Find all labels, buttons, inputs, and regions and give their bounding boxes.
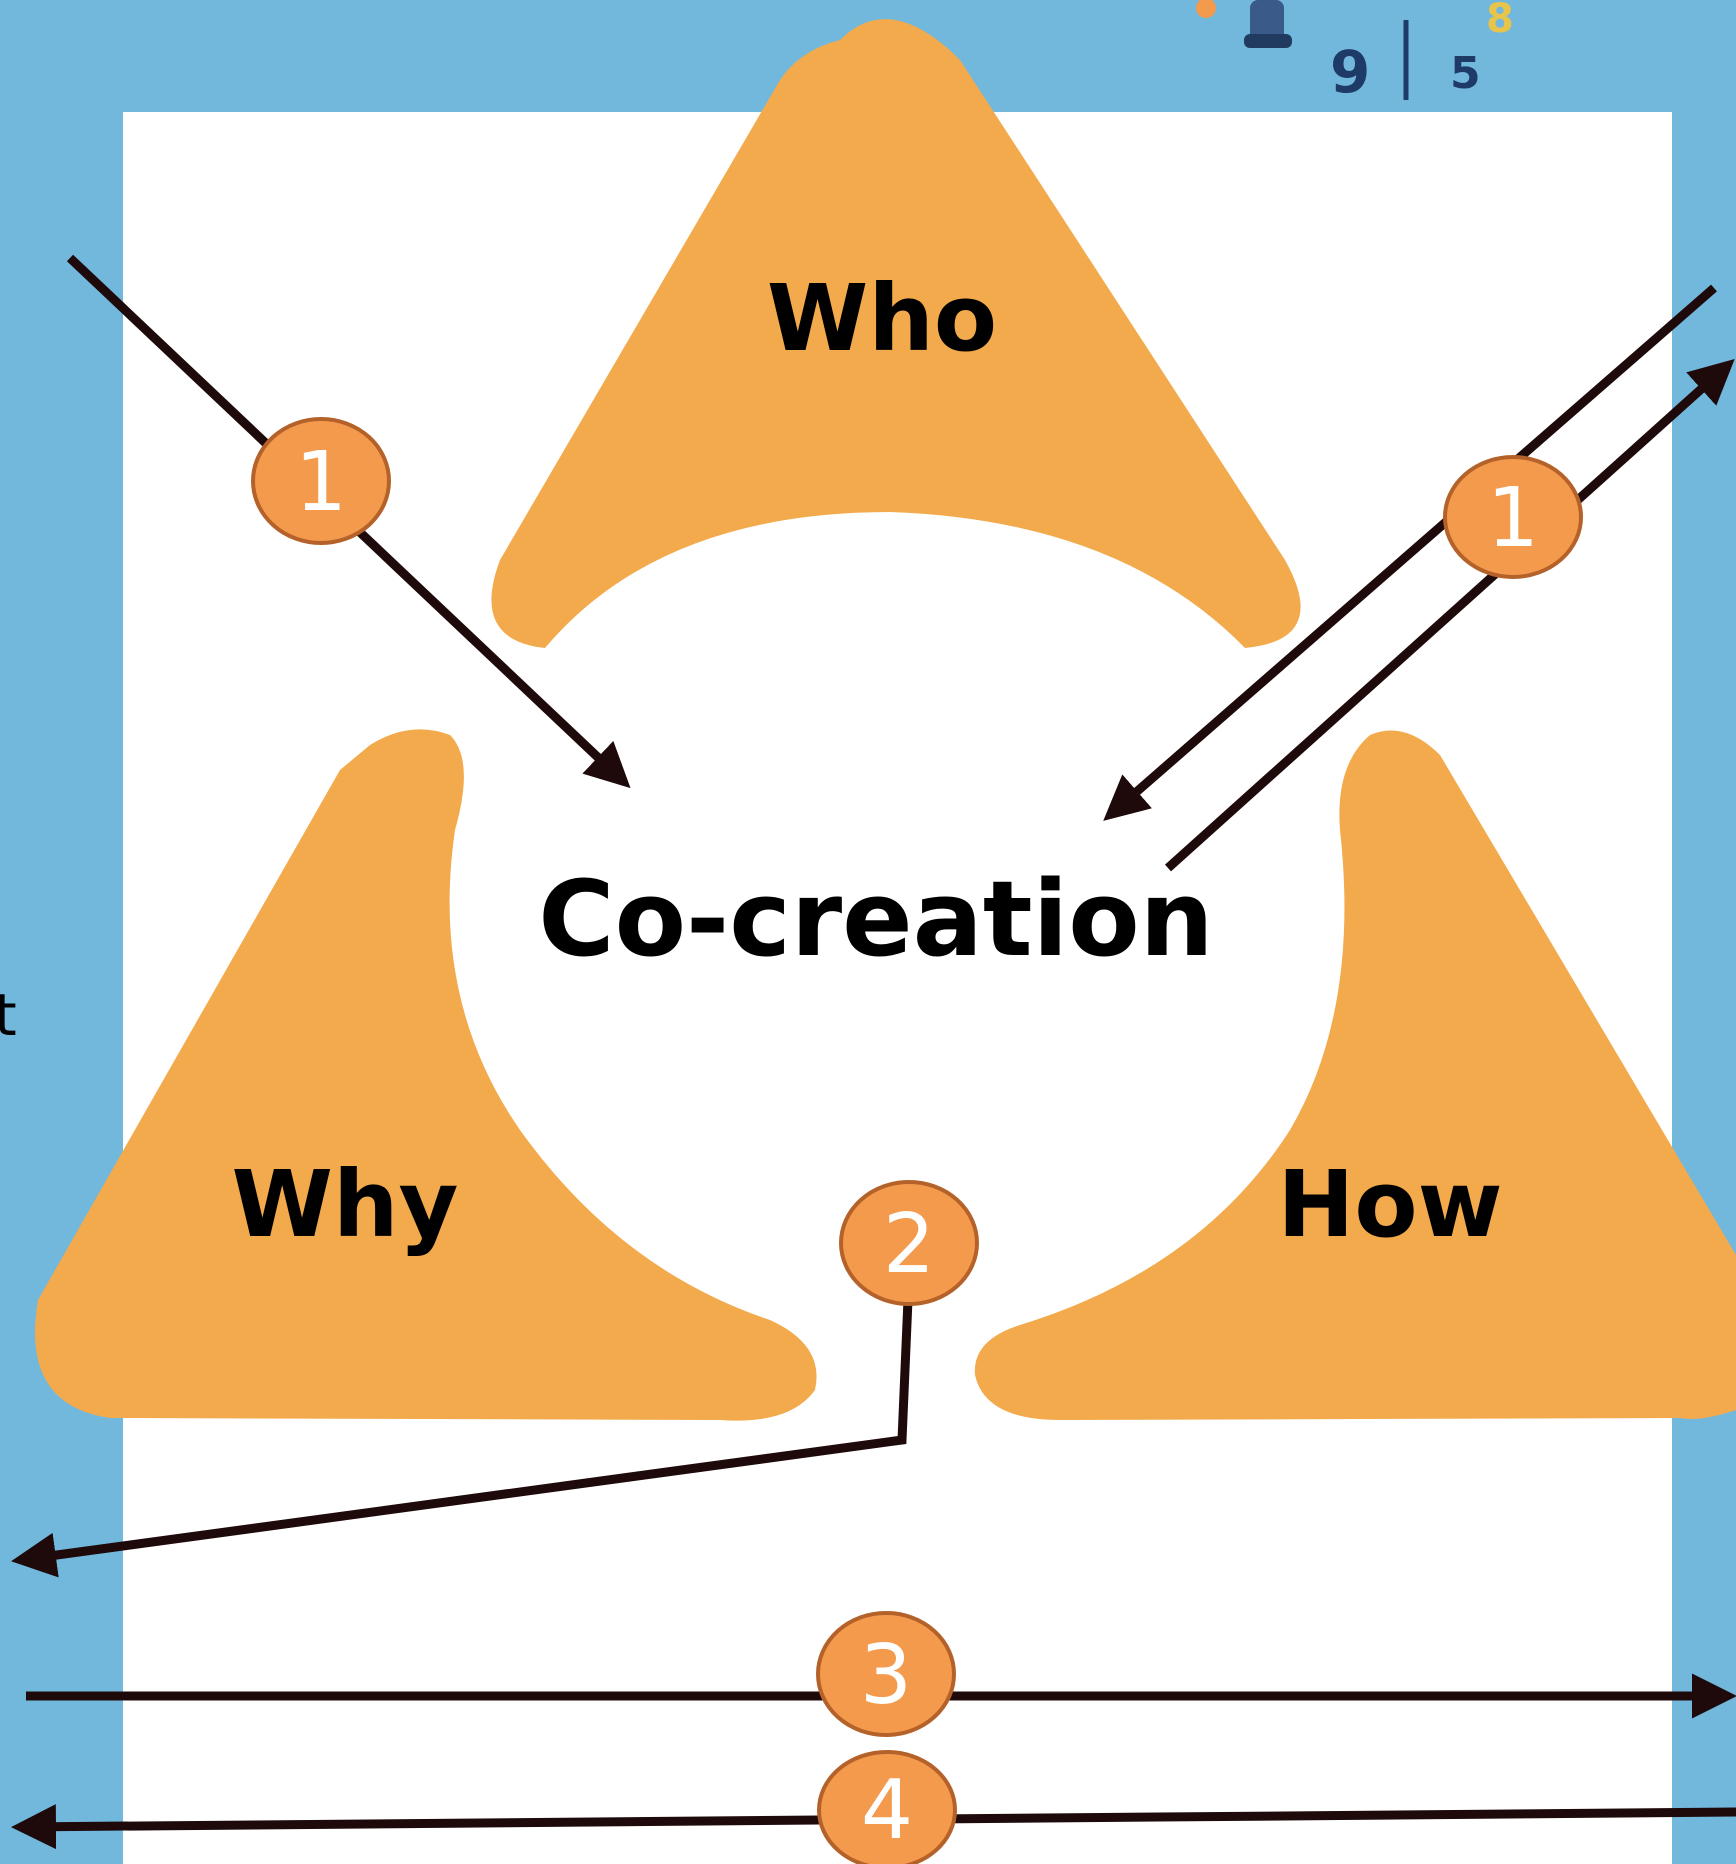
badge-1-right-number: 1	[1487, 471, 1539, 566]
frame-left-bar	[0, 0, 123, 1864]
badge-1-right: 1	[1443, 455, 1583, 579]
badge-4-number: 4	[861, 1763, 913, 1858]
edge-text-fragment: t	[0, 981, 17, 1049]
banner-clipart: 9 5 8	[1196, 0, 1514, 106]
clipart-shoe-shape	[1244, 34, 1292, 48]
frame-right-bar	[1672, 0, 1736, 1864]
clipart-leg-shape	[1250, 0, 1284, 42]
who-petal	[491, 19, 1301, 648]
badge-1-left-circle	[251, 417, 391, 545]
why-petal	[35, 729, 817, 1421]
badge-2-circle	[839, 1180, 979, 1306]
arrow-2-out	[11, 1275, 914, 1578]
badge-4: 4	[817, 1750, 957, 1864]
badge-1-right-circle	[1443, 455, 1583, 579]
clipart-digit-8: 8	[1486, 0, 1514, 42]
badge-2-number: 2	[883, 1197, 935, 1292]
badge-1-left: 1	[251, 417, 391, 545]
badge-2: 2	[839, 1180, 979, 1306]
clipart-digit-5: 5	[1450, 48, 1481, 99]
arrow-1-right-out	[1164, 358, 1735, 872]
label-how: How	[1277, 1151, 1502, 1258]
badge-1-left-number: 1	[295, 435, 347, 530]
clipart-dot-shape	[1196, 0, 1216, 18]
how-petal	[974, 730, 1736, 1420]
badge-3: 3	[816, 1611, 956, 1737]
arrow-1-right-in	[1103, 284, 1717, 821]
badge-3-circle	[816, 1611, 956, 1737]
badge-3-number: 3	[860, 1628, 912, 1723]
label-why: Why	[232, 1151, 459, 1258]
label-co-creation: Co-creation	[538, 858, 1213, 980]
clipart-digit-9: 9	[1330, 38, 1370, 106]
badge-4-circle	[817, 1750, 957, 1864]
label-who: Who	[767, 265, 997, 372]
